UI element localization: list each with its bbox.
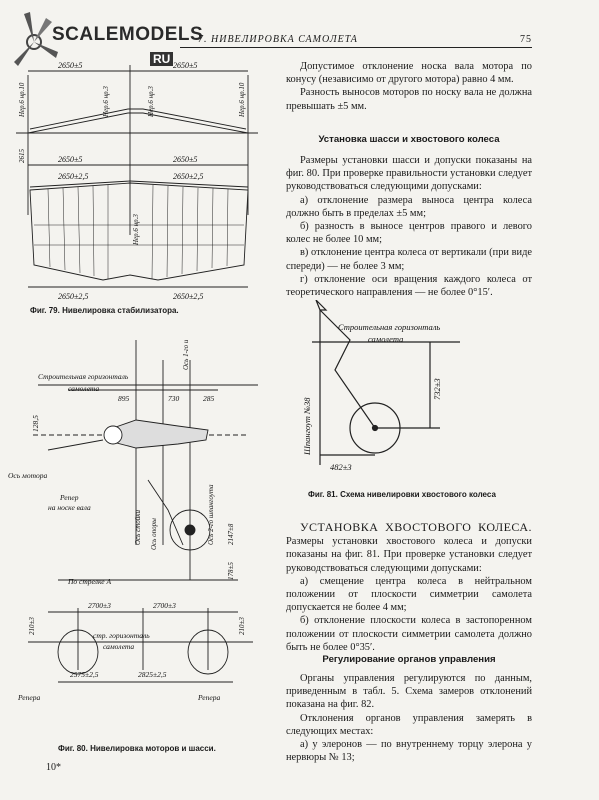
- controls-paragraphs: Органы управления регулируются по данным…: [286, 672, 532, 764]
- fig80-dim-895: 895: [118, 394, 130, 403]
- fig80-axis-strut: Ось стойки: [134, 509, 142, 545]
- signature: 10*: [46, 762, 61, 773]
- paragraph: Размеры установки хвостового колеса и до…: [286, 536, 532, 574]
- fig80-diagram: Строительная горизонталь самолета 895 73…: [8, 340, 258, 702]
- fig80-dim-730: 730: [168, 394, 180, 403]
- fig80-axis-motor: Ось мотора: [8, 471, 47, 480]
- paragraph: Допустимое отклонение носка вала мотора …: [286, 61, 532, 86]
- fig81-aircraft-label: самолета: [368, 334, 403, 344]
- fig80-horizon-label: Строительная горизонталь: [38, 372, 129, 381]
- fig81-caption: Фиг. 81. Схема нивелировки хвостового ко…: [308, 490, 496, 499]
- paragraph: а) смещение центра колеса в нейтральном …: [286, 575, 532, 614]
- fig79-label-4: Нер.6 нр.10: [238, 82, 246, 118]
- fig80-reper-sub: на носке вала: [48, 503, 91, 512]
- section-heading-controls: Регулирование органов управления: [322, 654, 496, 665]
- logo-text: SCALEMODELS: [52, 24, 204, 45]
- logo: SCALEMODELS RU: [6, 8, 203, 70]
- fig79-dim-mid-left: 2650±5: [58, 155, 82, 164]
- fig80-axis-frame-1: Ось 1-го шпангоута: [182, 340, 190, 370]
- fig79-label-2: Нер.6 нр.3: [102, 86, 110, 118]
- paragraph: Размеры установки шасси и допуски показа…: [286, 155, 532, 193]
- paragraph: б) отклонение плоскости колеса в застопо…: [286, 615, 532, 653]
- fig80-reper-label: Репер: [59, 493, 79, 502]
- fig80-aircraft-label: самолета: [68, 384, 99, 393]
- fig80-arrow-label: По стрелке А: [67, 577, 111, 586]
- paragraph: Отклонения органов управления замерять в…: [286, 712, 532, 737]
- tailwheel-title: УСТАНОВКА ХВОСТОВОГО КОЛЕСА.: [300, 520, 532, 534]
- fig81-horizon-label: Строительная горизонталь: [338, 322, 440, 332]
- intro-paragraphs: Допустимое отклонение носка вала мотора …: [286, 60, 532, 113]
- fig79-dim-bottom-right: 2650±2,5: [173, 292, 203, 301]
- paragraph: а) отклонение размера выноса центра коле…: [286, 194, 532, 219]
- fig79-dim-top-left: 2650±5: [58, 61, 82, 70]
- fig79-diagram: 2650±5 2650±5 2650±5 2650±5 2650±2,5 265…: [16, 61, 258, 301]
- paragraph: Разность выносов моторов по носку вала н…: [286, 87, 532, 112]
- fig79-dim-wing-top-right: 2650±2,5: [173, 172, 203, 181]
- section-heading-chassis: Установка шасси и хвостового колеса: [318, 134, 500, 145]
- fig79-dim-mid-right: 2650±5: [173, 155, 197, 164]
- fig80-horizon-label-2: стр. горизонталь: [93, 631, 150, 640]
- fig79-dim-bottom-left: 2650±2,5: [58, 292, 88, 301]
- fig80-bottom-dim2-2: 2825±2,5: [138, 670, 167, 679]
- chapter-title: 7. НИВЕЛИРОВКА САМОЛЕТА: [198, 34, 358, 45]
- paragraph: Органы управления регулируются по данным…: [286, 673, 532, 711]
- fig80-aircraft-label-2: самолета: [103, 642, 134, 651]
- fig80-rib-label: 128,5: [31, 415, 40, 432]
- logo-ru: RU: [150, 52, 174, 66]
- chassis-paragraphs: Размеры установки шасси и допуски показа…: [286, 154, 532, 299]
- fig80-bottom-dim-1: 2700±3: [88, 601, 111, 610]
- fig79-dim-wing-top-left: 2650±2,5: [58, 172, 88, 181]
- fig79-caption: Фиг. 79. Нивелировка стабилизатора.: [30, 306, 179, 315]
- paragraph: г) отклонение оси вращения каждого колес…: [286, 273, 532, 299]
- fig80-axis-frame-2: Ось 2-го шпангоута: [207, 484, 215, 545]
- fig80-side-label-2: 210±3: [238, 617, 246, 635]
- fig80-dim-285: 285: [203, 394, 215, 403]
- fig81-dim-v: 732±3: [432, 378, 442, 400]
- fig80-h2: 178±5: [227, 562, 235, 580]
- fig80-h1: 2147±8: [227, 523, 235, 545]
- fig80-bottom-dim2-1: 2575±2,5: [70, 670, 99, 679]
- fig79-dim-top-right: 2650±5: [173, 61, 197, 70]
- propeller-icon: [14, 12, 58, 66]
- fig79-label-3: Нер.6 нр.3: [147, 86, 155, 118]
- paragraph: а) у элеронов — по внутреннему торцу эле…: [286, 739, 532, 764]
- page-number: 75: [520, 34, 532, 45]
- fig81-dim-h: 482±3: [330, 462, 352, 472]
- tailwheel-paragraphs: УСТАНОВКА ХВОСТОВОГО КОЛЕСА. Размеры уст…: [286, 520, 532, 654]
- fig81-frame-label: Шпангоут №38: [302, 397, 312, 456]
- fig80-reper-1: Репера: [17, 693, 40, 702]
- paragraph: в) отклонение центра колеса от вертикали…: [286, 247, 532, 272]
- fig80-reper-2: Репера: [197, 693, 220, 702]
- header-rule: [180, 47, 532, 48]
- fig79-small-value: 2615: [18, 149, 26, 164]
- paragraph: б) разность в выносе центров правого и л…: [286, 221, 532, 246]
- fig79-label-1: Нер.6 нр.10: [18, 82, 26, 118]
- fig79-label-5: Нер.6 нр.3: [132, 214, 140, 246]
- fig80-side-label-1: 210±3: [28, 617, 36, 635]
- fig80-axis-support: Ось опоры: [150, 518, 158, 550]
- fig81-diagram: Строительная горизонталь самолета Шпанго…: [302, 300, 460, 472]
- fig80-caption: Фиг. 80. Нивелировка моторов и шасси.: [58, 744, 216, 753]
- fig80-bottom-dim-2: 2700±3: [153, 601, 176, 610]
